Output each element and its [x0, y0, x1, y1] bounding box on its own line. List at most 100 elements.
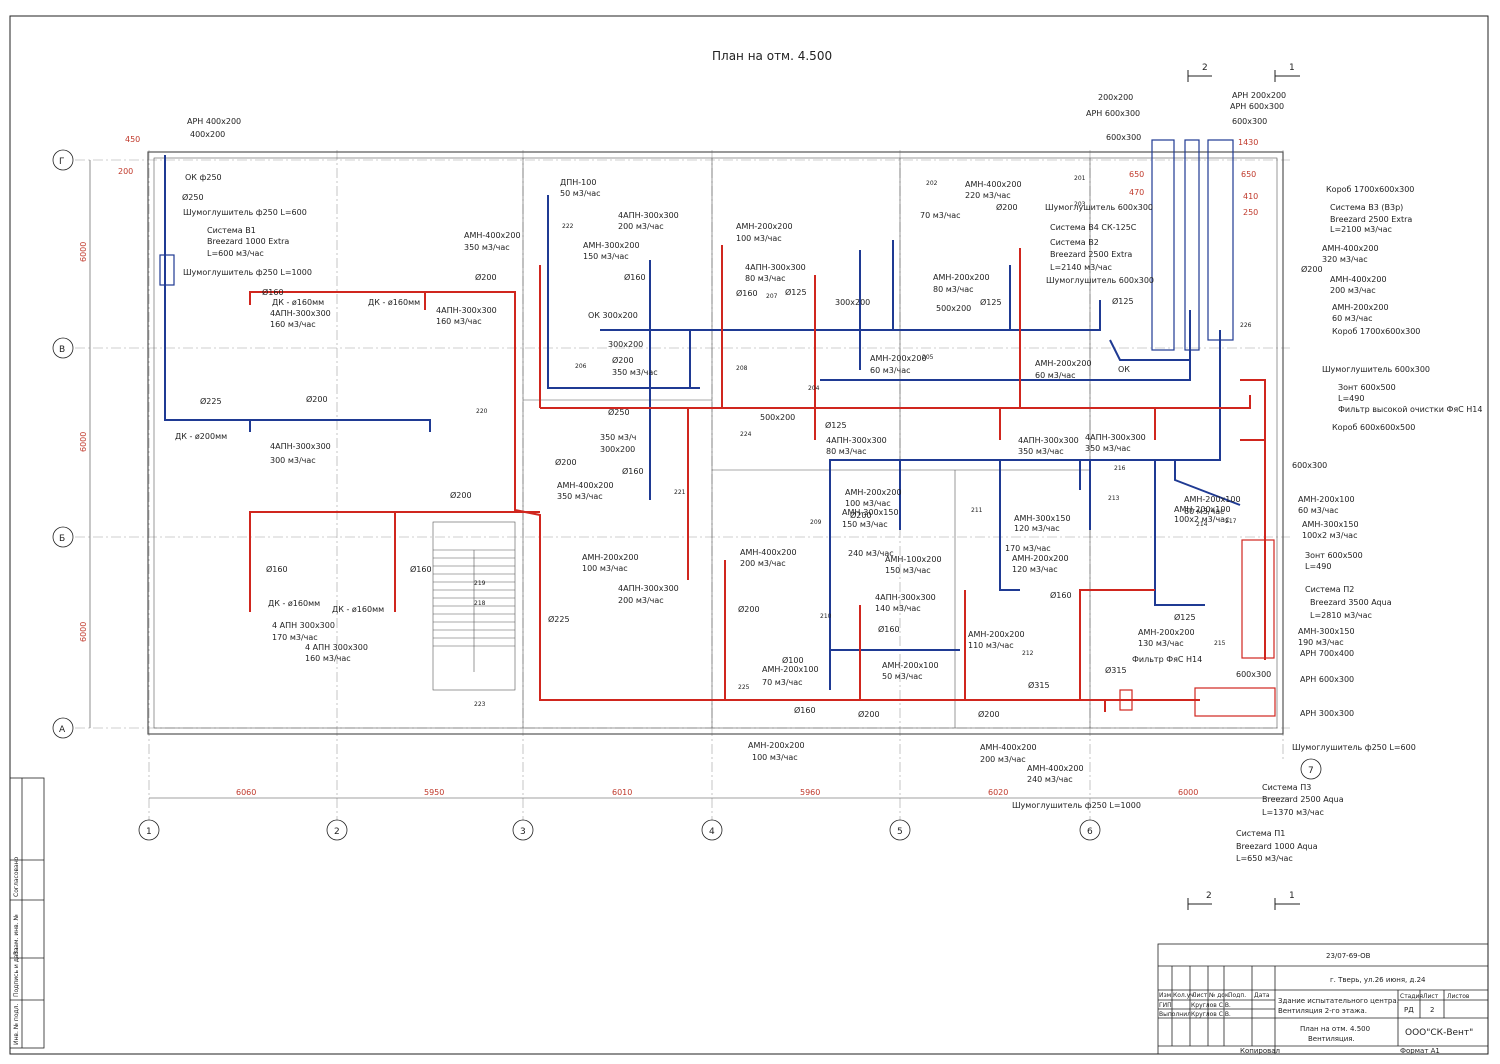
equipment-label: Короб 1700х600х300 — [1326, 185, 1414, 194]
exhaust-label: Шумоглушитель 600х300 — [1045, 203, 1153, 212]
exhaust-label: ОК ф250 — [185, 173, 222, 182]
supply-label: ДК - ø160мм — [332, 605, 384, 614]
supply-label: 350 м3/час — [1018, 447, 1064, 456]
exhaust-label: 300 м3/час — [270, 456, 316, 465]
exhaust-label: Ø250 — [608, 407, 630, 417]
hdr-kol: Кол.уч. — [1173, 992, 1196, 999]
dim-col-4: 5960 — [800, 788, 820, 797]
supply-label: ДК - ø160мм — [368, 298, 420, 307]
sheet-title-1: План на отм. 4.500 — [1300, 1025, 1370, 1033]
exhaust-label: 130 м3/час — [1138, 639, 1184, 648]
supply-label: Ø200 — [858, 709, 880, 719]
supply-label: Шумоглушитель ф250 L=1000 — [1012, 801, 1141, 810]
stamp-inv-original: Инв. № подл. — [13, 1004, 20, 1045]
equipment-label: Зонт 600х500 — [1305, 551, 1363, 560]
exhaust-label: Ø160 — [622, 466, 644, 476]
exhaust-label: 300х200 — [835, 298, 870, 307]
supply-label: Ø125 — [785, 287, 807, 297]
supply-label: 4АПН-300х300 — [826, 436, 887, 445]
exhaust-label: АМН-200х100 — [882, 661, 939, 670]
supply-label: Ø200 — [978, 709, 1000, 719]
stage-hdr: Стадия — [1400, 993, 1423, 1000]
exhaust-label: 4АПН-300х300 — [618, 211, 679, 220]
exhaust-label: ДПН-100 — [560, 178, 596, 187]
plan-title: План на отм. 4.500 — [712, 49, 832, 63]
supply-label: Ø200 — [450, 490, 472, 500]
exhaust-label: ОК 300х200 — [588, 311, 638, 320]
room-number: 221 — [674, 489, 686, 496]
exhaust-label: ДК - ø200мм — [175, 432, 227, 441]
supply-label: ДК - ø160мм — [272, 298, 324, 307]
axis-row-g: Г — [59, 157, 65, 167]
equipment-label: АМН-200х200 — [1332, 303, 1389, 312]
exhaust-label: 60 м3/час — [1035, 371, 1076, 380]
equipment-label: АМН-400х200 — [1322, 244, 1379, 253]
exhaust-label: 170 м3/час — [1005, 544, 1051, 553]
supply-label: Ø160 — [266, 564, 288, 574]
exhaust-label: 50 м3/час — [560, 189, 601, 198]
exhaust-label: АМН-300х150 — [1014, 514, 1071, 523]
exhaust-label: 150 м3/час — [842, 520, 888, 529]
supply-label: 350 м3/час — [464, 243, 510, 252]
supply-label: АМН-400х200 — [740, 548, 797, 557]
exhaust-label: 70 м3/час — [920, 211, 961, 220]
exhaust-label: ОК — [1118, 365, 1130, 374]
exhaust-label: Ø250 — [182, 192, 204, 202]
exhaust-label: 200 м3/час — [618, 222, 664, 231]
dim-row-2: 6000 — [79, 432, 88, 452]
exhaust-label: 240 м3/час — [848, 549, 894, 558]
axis-row-v: В — [59, 345, 65, 355]
exhaust-label: 150 м3/час — [583, 252, 629, 261]
supply-label: Ø200 — [475, 272, 497, 282]
equipment-label: Breezard 2500 Extra — [1330, 215, 1412, 224]
room-number: 224 — [740, 431, 752, 438]
supply-label: АМН-200х200 — [748, 741, 805, 750]
equipment-label: АРН 600х300 — [1300, 675, 1354, 684]
exhaust-label: 60 м3/час — [870, 366, 911, 375]
exhaust-label: 120 м3/час — [1014, 524, 1060, 533]
equipment-label: АМН-400х200 — [1330, 275, 1387, 284]
room-number: 218 — [474, 600, 486, 607]
exhaust-label: 120 м3/час — [1012, 565, 1058, 574]
exhaust-label: АМН-200х200 — [736, 222, 793, 231]
elev-470: 470 — [1129, 188, 1144, 197]
exhaust-label: 500х200 — [936, 304, 971, 313]
supply-label: Фильтр ФяС Н14 — [1132, 655, 1202, 664]
supply-label: ДК - ø160мм — [268, 599, 320, 608]
exhaust-label: 350 м3/ч — [600, 433, 636, 442]
equipment-label: АРН 600х300 — [1086, 109, 1140, 118]
supply-label: АМН-400х200 — [1027, 764, 1084, 773]
exhaust-label: Шумоглушитель 600х300 — [1046, 276, 1154, 285]
supply-label: 100 м3/час — [752, 753, 798, 762]
supply-label: 500х200 — [760, 413, 795, 422]
supply-label: 200 м3/час — [980, 755, 1026, 764]
axis-col-5: 5 — [897, 827, 903, 837]
axis-col-1: 1 — [146, 827, 152, 837]
doc-code: 23/07-69-ОВ — [1326, 952, 1371, 960]
room-number: 211 — [971, 507, 983, 514]
side-stamp — [9, 777, 45, 1049]
sheet-title-2: Вентиляция. — [1308, 1035, 1355, 1043]
room-number: 225 — [738, 684, 750, 691]
equipment-label: АРН 200х200 — [1232, 91, 1286, 100]
supply-label: 4АПН-300х300 — [875, 593, 936, 602]
axis-row-a: А — [59, 725, 66, 735]
supply-label: 200 м3/час — [618, 596, 664, 605]
section-marks — [1187, 70, 1300, 910]
hdr-izm: Изм. — [1159, 992, 1173, 999]
equipment-label: L=650 м3/час — [1236, 854, 1293, 863]
room-number: 213 — [1108, 495, 1120, 502]
equipment-label: АРН 700х400 — [1300, 649, 1354, 658]
section-mark-2-bottom: 2 — [1206, 891, 1212, 901]
supply-label: Ø160 — [794, 705, 816, 715]
supply-label: Ø200 — [555, 457, 577, 467]
supply-label: 240 м3/час — [1027, 775, 1073, 784]
supply-label: АМН-400х200 — [557, 481, 614, 490]
staircase — [432, 521, 516, 691]
equipment-label: Система В3 (В3р) — [1330, 203, 1403, 212]
supply-label: 4 АПН 300х300 — [272, 621, 335, 630]
exhaust-label: 4АПН-300х300 — [270, 442, 331, 451]
equipment-label: АМН-300х150 — [1302, 520, 1359, 529]
equipment-label: Фильтр высокой очистки ФяС Н14 — [1338, 405, 1482, 414]
